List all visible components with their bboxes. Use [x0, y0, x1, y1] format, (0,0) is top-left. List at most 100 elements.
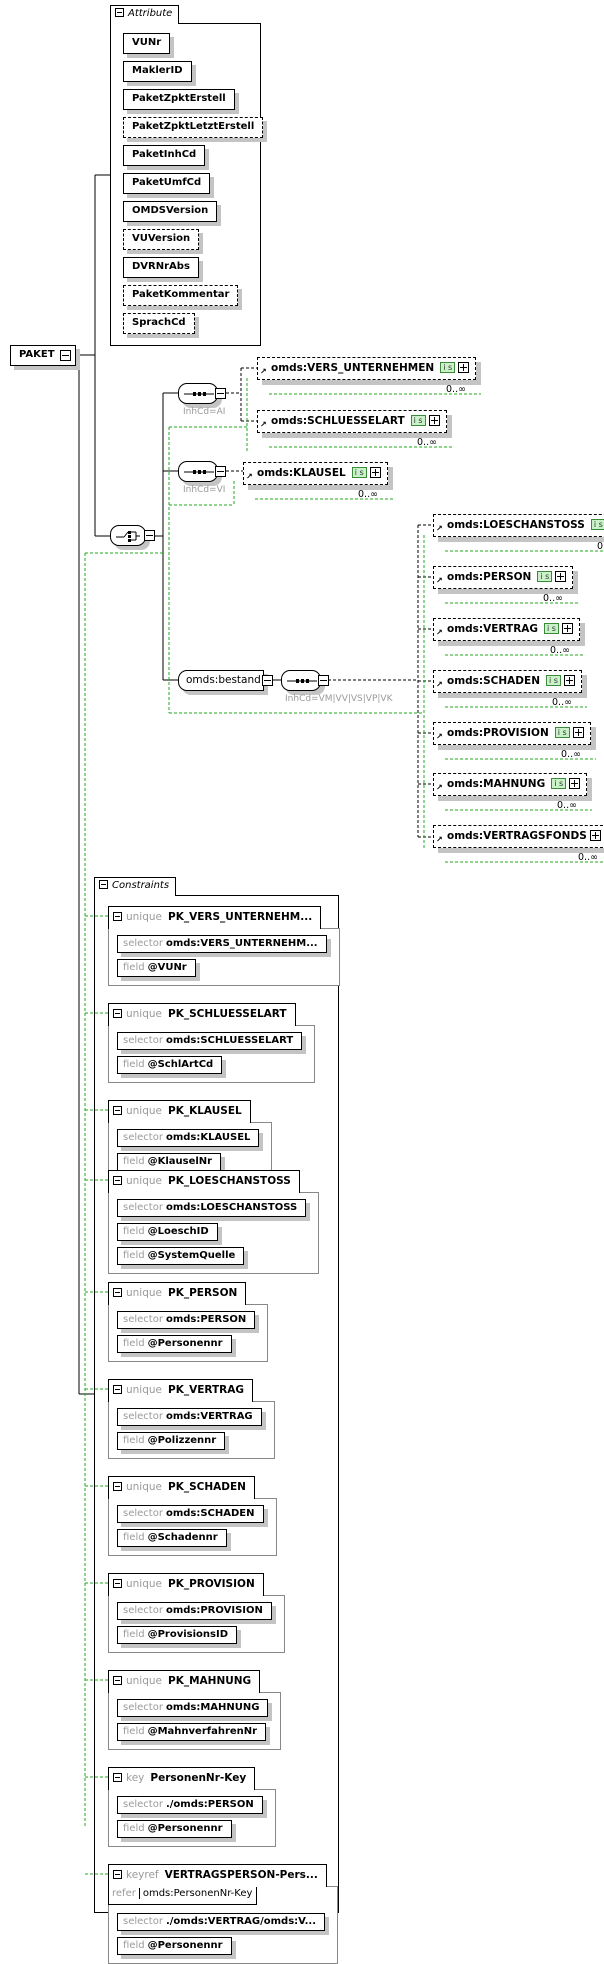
bestand-element[interactable]: omds:bestand [178, 670, 264, 691]
expand-icon[interactable] [589, 830, 601, 841]
collapse-toggle-icon[interactable] [215, 388, 226, 399]
field-row[interactable]: field@LoeschID [117, 1223, 218, 1241]
collapse-toggle-icon[interactable] [113, 1106, 122, 1115]
expand-icon[interactable] [563, 675, 575, 686]
collapse-toggle-icon[interactable] [115, 8, 124, 17]
collapse-toggle-icon[interactable] [113, 1385, 122, 1394]
field-row[interactable]: field@Personennr [117, 1937, 232, 1955]
choice-compositor[interactable] [110, 525, 146, 546]
field-row[interactable]: field@KlauselNr [117, 1153, 222, 1171]
attribute-group-tab[interactable]: Attribute [110, 5, 180, 24]
attribute-item[interactable]: VUVersion [123, 229, 200, 250]
attribute-item[interactable]: SprachCd [123, 313, 195, 334]
field-row[interactable]: field@SystemQuelle [117, 1247, 245, 1265]
collapse-toggle-icon[interactable] [318, 675, 329, 686]
expand-icon[interactable] [458, 362, 470, 373]
field-row[interactable]: field@Personennr [117, 1820, 232, 1838]
expand-icon[interactable] [555, 571, 567, 582]
sequence-compositor[interactable] [178, 461, 218, 482]
attribute-item[interactable]: PaketUmfCd [123, 173, 211, 194]
expand-icon[interactable] [428, 415, 440, 426]
attribute-item[interactable]: MaklerID [123, 61, 192, 82]
attribute-item[interactable]: PaketZpktErstell [123, 89, 235, 110]
collapse-toggle-icon[interactable] [113, 1482, 122, 1491]
collapse-toggle-icon[interactable] [113, 1870, 122, 1879]
field-row[interactable]: field@Polizzennr [117, 1432, 226, 1450]
selector-row[interactable]: selector./omds:PERSON [117, 1796, 263, 1814]
attribute-item[interactable]: PaketKommentar [123, 285, 239, 306]
field-row[interactable]: field@ProvisionsID [117, 1626, 237, 1644]
field-row[interactable]: field@SchlArtCd [117, 1056, 223, 1074]
schema-element[interactable]: ↗omds:VERTRAGSFONDS [433, 825, 604, 848]
attribute-item[interactable]: DVRNrAbs [123, 257, 199, 278]
collapse-toggle-icon[interactable] [215, 466, 226, 477]
collapse-toggle-icon[interactable] [113, 912, 122, 921]
expand-icon[interactable] [561, 623, 573, 634]
collapse-toggle-icon[interactable] [113, 1009, 122, 1018]
collapse-toggle-icon[interactable] [113, 1676, 122, 1685]
collapse-toggle-icon[interactable] [113, 1579, 122, 1588]
attribute-item[interactable]: VUNr [123, 33, 171, 54]
collapse-toggle-icon[interactable] [262, 675, 273, 686]
sequence-compositor[interactable] [281, 670, 321, 691]
expand-icon[interactable] [569, 778, 581, 789]
collapse-toggle-icon[interactable] [113, 1176, 122, 1185]
sequence-compositor[interactable] [178, 383, 218, 404]
constraints-group-tab[interactable]: Constraints [94, 877, 177, 896]
collapse-toggle-icon[interactable] [144, 530, 155, 541]
field-row[interactable]: field@MahnverfahrenNr [117, 1723, 267, 1741]
expand-icon[interactable] [572, 727, 584, 738]
attribute-item[interactable]: PaketZpktLetztErstell [123, 117, 264, 138]
field-row[interactable]: field@VUNr [117, 959, 196, 977]
collapse-toggle-icon[interactable] [60, 350, 71, 361]
expand-icon[interactable] [369, 467, 381, 478]
collapse-toggle-icon[interactable] [113, 1288, 122, 1297]
collapse-toggle-icon[interactable] [99, 880, 108, 889]
attribute-item[interactable]: OMDSVersion [123, 201, 218, 222]
field-row[interactable]: field@Schadennr [117, 1529, 227, 1547]
root-element-paket[interactable]: PAKET [10, 345, 76, 366]
attribute-item[interactable]: PaketInhCd [123, 145, 206, 166]
field-row[interactable]: field@Personennr [117, 1335, 232, 1353]
collapse-toggle-icon[interactable] [113, 1773, 122, 1782]
